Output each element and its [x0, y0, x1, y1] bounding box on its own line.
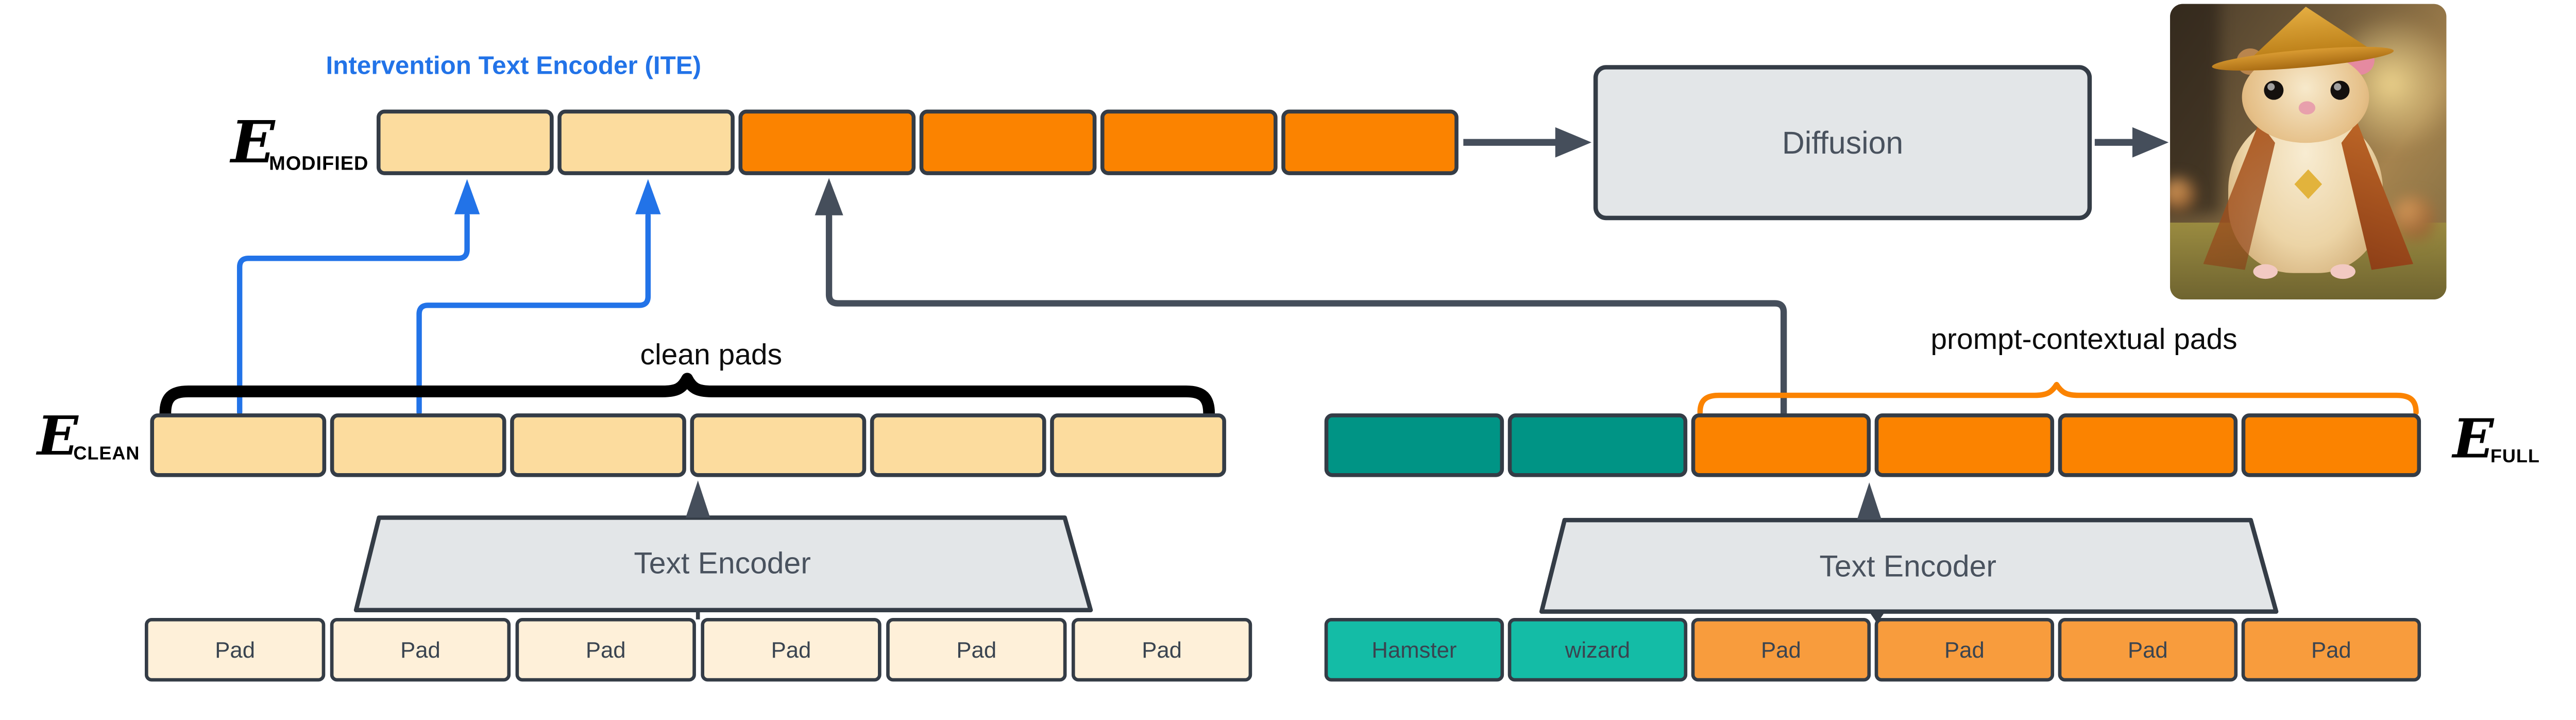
e-full-subscript: FULL [2490, 446, 2540, 467]
left-input-row: Pad Pad Pad Pad Pad Pad [144, 617, 1252, 682]
e-modified-context-token [738, 109, 916, 175]
input-cell-pad: Pad [144, 617, 326, 682]
text-encoder-left-label: Text Encoder [634, 546, 811, 580]
input-cell-pad: Pad [2058, 617, 2238, 682]
pad-label: Pad [1944, 637, 1985, 663]
contextual-pads-arrowhead [815, 178, 843, 215]
e-modified-clean-token [557, 109, 735, 175]
clean-token-2-arrowhead [635, 179, 661, 214]
diffusion-label: Diffusion [1782, 125, 1904, 160]
e-full-context-token [1874, 413, 2055, 477]
input-cell-pad: Pad [1691, 617, 1871, 682]
pad-label: Pad [2128, 637, 2168, 663]
e-clean-token [1050, 413, 1226, 477]
text-encoder-left-output-arrowhead [685, 480, 710, 518]
input-cell-pad: Pad [886, 617, 1067, 682]
pad-label: Pad [956, 637, 997, 663]
e-clean-symbol: E [37, 404, 78, 467]
clean-pads-caption: clean pads [640, 338, 783, 371]
right-input-row: Hamster wizard Pad Pad Pad Pad [1324, 617, 2421, 682]
input-cell-pad: Pad [2241, 617, 2421, 682]
input-cell-pad: Pad [1071, 617, 1252, 682]
pad-label: Pad [400, 637, 440, 663]
prompt-word-label: Hamster [1371, 637, 1457, 663]
hamster-eye [2330, 80, 2350, 100]
clean-token-1-connector [236, 212, 470, 415]
pad-label: Pad [2311, 637, 2351, 663]
e-full-prompt-token [1324, 413, 1504, 477]
e-clean-subscript: CLEAN [73, 443, 140, 464]
e-modified-token-row [376, 109, 1459, 175]
input-cell-pad: Pad [330, 617, 511, 682]
text-encoder-right-label: Text Encoder [1819, 549, 1996, 583]
hamster-nose [2298, 101, 2315, 115]
e-clean-token [330, 413, 506, 477]
generated-hamster-wizard-image [2170, 4, 2447, 299]
text-encoder-right-output-arrowhead [1857, 482, 1882, 520]
e-clean-token [690, 413, 867, 477]
pad-label: Pad [585, 637, 626, 663]
pad-label: Pad [1761, 637, 1801, 663]
e-modified-clean-token [376, 109, 554, 175]
e-modified-subscript: MODIFIED [269, 153, 369, 174]
input-cell-hamster: Hamster [1324, 617, 1504, 682]
hamster-paw [2252, 264, 2278, 279]
input-cell-wizard: wizard [1507, 617, 1688, 682]
e-clean-token [150, 413, 327, 477]
emodified-to-diffusion-arrowhead [1555, 127, 1592, 158]
clean-token-2-connector [416, 212, 651, 415]
e-full-context-token [2058, 413, 2238, 477]
clean-pads-brace [159, 373, 1215, 420]
input-cell-pad: Pad [701, 617, 882, 682]
input-cell-pad: Pad [1874, 617, 2055, 682]
e-full-context-token [2241, 413, 2421, 477]
pad-label: Pad [1142, 637, 1182, 663]
e-full-token-row [1324, 413, 2421, 477]
pad-label: Pad [771, 637, 811, 663]
hamster-paw [2330, 264, 2355, 279]
clean-token-1-arrowhead [454, 179, 480, 214]
pad-label: Pad [215, 637, 255, 663]
hamster-eye [2264, 80, 2283, 100]
input-cell-pad: Pad [515, 617, 696, 682]
e-clean-token-row [150, 413, 1226, 477]
e-full-prompt-token [1507, 413, 1688, 477]
e-modified-context-token [1100, 109, 1278, 175]
ite-architecture-diagram: Intervention Text Encoder (ITE) E MODIFI… [37, 4, 2540, 682]
prompt-word-label: wizard [1565, 637, 1631, 663]
diffusion-module: Diffusion [1593, 65, 2092, 221]
prompt-contextual-pads-caption: prompt-contextual pads [1930, 322, 2238, 356]
diagram-title: Intervention Text Encoder (ITE) [326, 51, 702, 80]
e-full-symbol: E [2452, 407, 2494, 471]
prompt-contextual-pads-brace [1697, 381, 2419, 415]
image-orb [2170, 178, 2195, 211]
e-full-context-token [1691, 413, 1871, 477]
diffusion-to-image-arrowhead [2132, 127, 2169, 158]
e-clean-token [870, 413, 1046, 477]
e-clean-token [510, 413, 686, 477]
e-modified-context-token [1281, 109, 1459, 175]
e-modified-context-token [919, 109, 1097, 175]
e-modified-symbol: E [231, 108, 275, 176]
contextual-pads-connector [825, 213, 1787, 417]
